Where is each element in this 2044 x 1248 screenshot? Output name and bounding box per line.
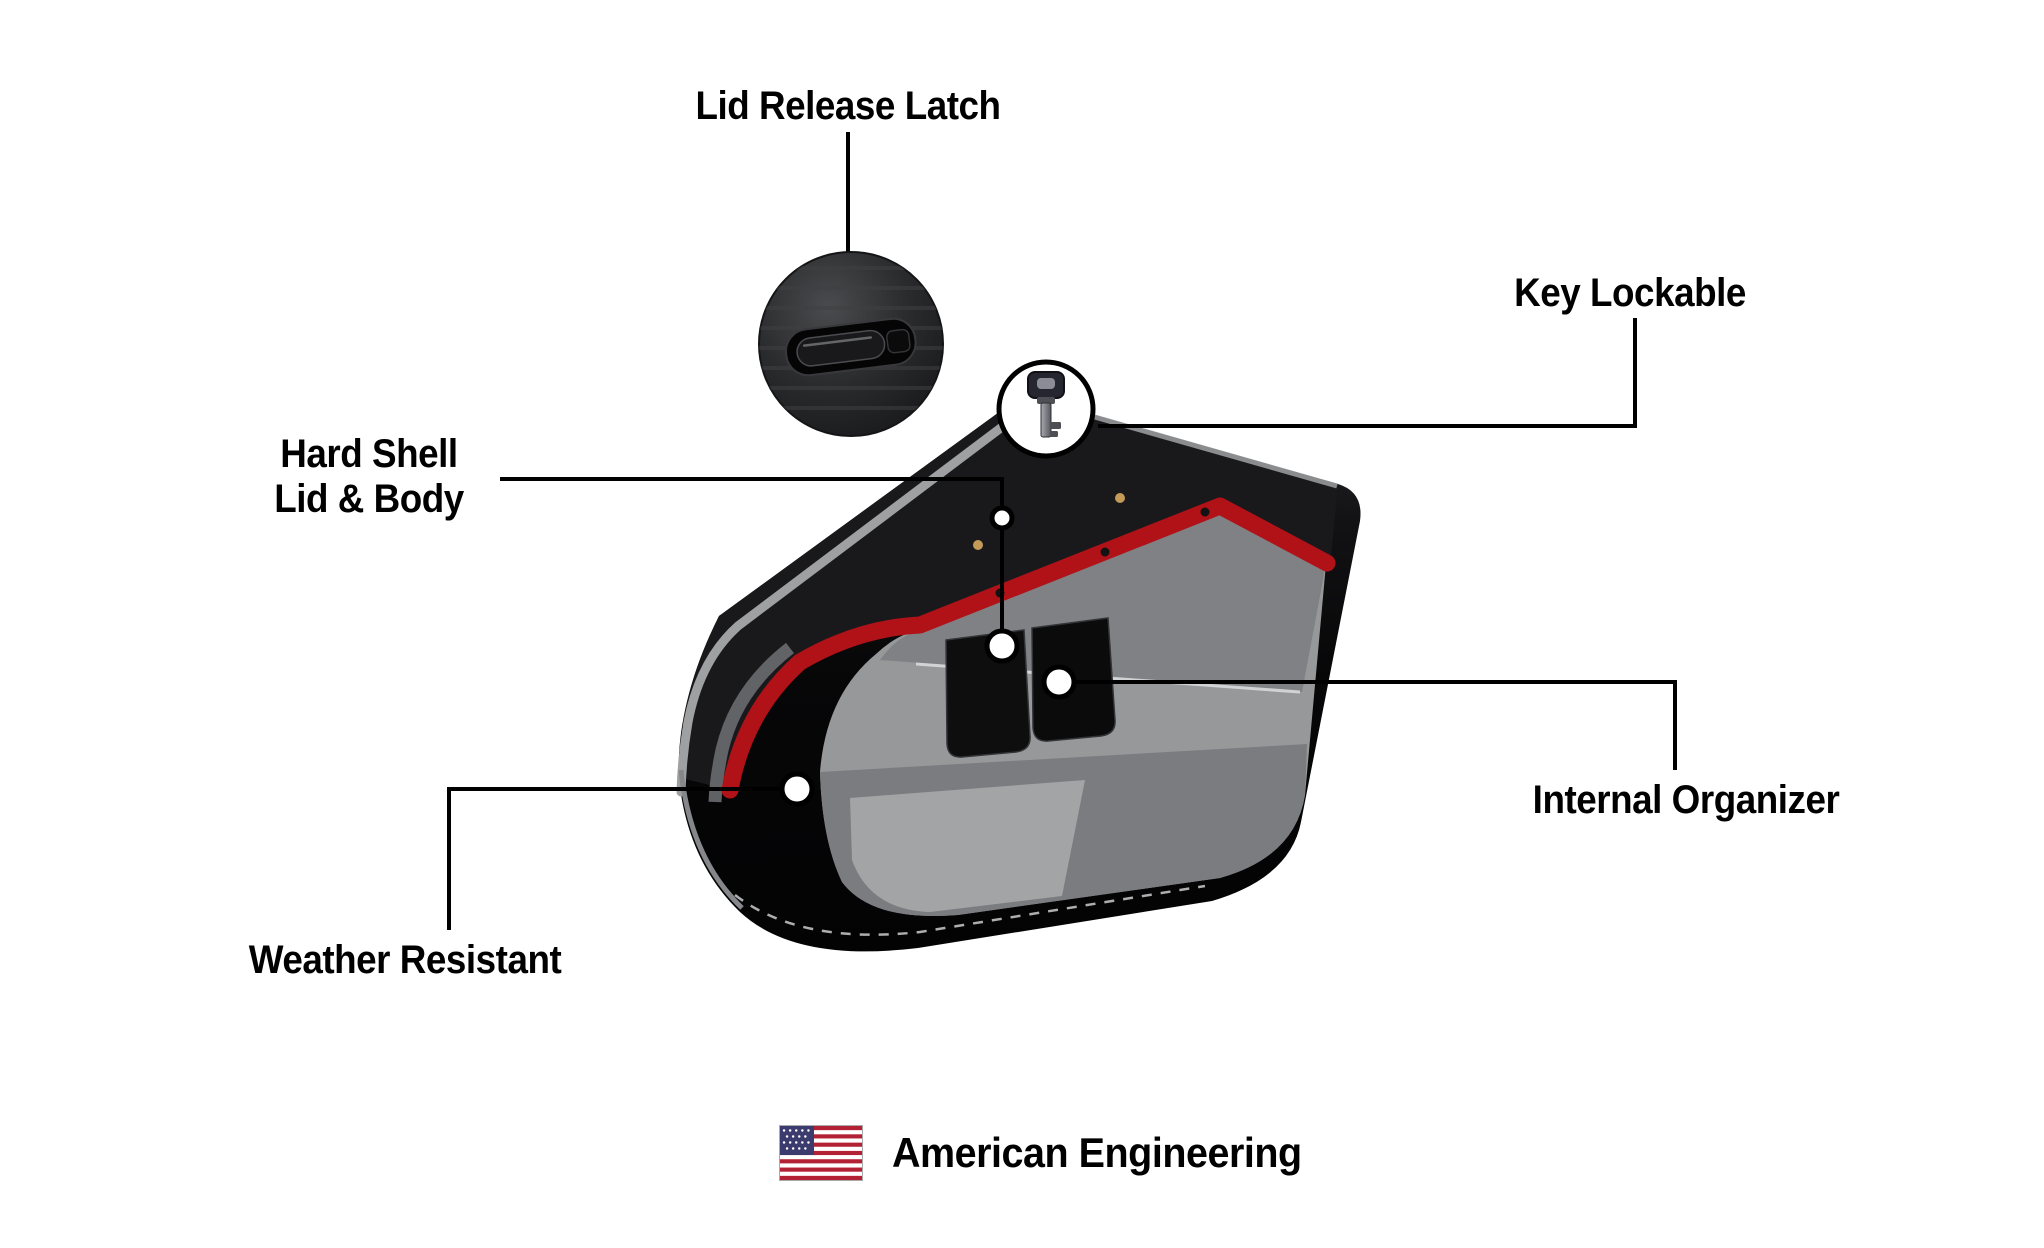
flag-stripe [780, 1126, 862, 1131]
label-american-engineering: American Engineering [892, 1129, 1302, 1176]
label-weather-resistant: Weather Resistant [248, 938, 562, 982]
flag-stars [782, 1129, 813, 1150]
rivet-dark [1100, 547, 1110, 557]
rivets [973, 493, 1210, 598]
flag-stripe [780, 1175, 862, 1180]
label-hard-shell-line2: Lid & Body [274, 476, 464, 521]
label-lid-release-latch: Lid Release Latch [695, 84, 1001, 128]
flag-stripe [780, 1167, 862, 1172]
flag-stripe [780, 1142, 862, 1147]
key-collar [1037, 397, 1055, 404]
label-hard-shell-line1: Hard Shell [280, 432, 458, 476]
label-hard-shell-lid-body: Hard Shell Lid & Body [274, 432, 464, 522]
anchor-dot-hard-shell [984, 628, 1020, 664]
rivet-gold [1115, 493, 1125, 503]
opening-rim-accent [721, 497, 1336, 799]
stitching-line [734, 884, 1206, 936]
rivet-gold [973, 540, 983, 550]
anchor-dot-internal-organizer [1041, 664, 1077, 700]
lid-underside-band [708, 642, 795, 803]
callout-line-internal-organizer [1066, 680, 1677, 770]
anchor-dot-hard-shell-top [989, 505, 1015, 531]
latch-highlight [802, 336, 872, 347]
latch-button [886, 328, 911, 354]
flag-stripe [780, 1150, 862, 1156]
callout-lines [447, 132, 1677, 930]
flag-stripe [780, 1159, 862, 1164]
anchor-dot-weather-resistant [779, 771, 815, 807]
flag-stripe [780, 1134, 862, 1139]
key-icon [996, 359, 1096, 459]
callout-line-weather-resistant [447, 787, 790, 930]
lid-seam-line [1055, 403, 1338, 489]
lid-trim-piping [676, 416, 1015, 797]
rivet-dark [1200, 507, 1210, 517]
key-tooth [1050, 422, 1061, 429]
lid-latch-detail-icon [758, 251, 944, 437]
key-tooth [1050, 431, 1058, 437]
latch-handle [784, 317, 917, 377]
bag-lid-face [680, 401, 1338, 790]
interior-floor [850, 780, 1085, 912]
callout-anchor-dots [779, 505, 1077, 807]
label-key-lockable: Key Lockable [1514, 271, 1746, 315]
footer: American Engineering [779, 1125, 1328, 1181]
flag-stripes [780, 1126, 862, 1180]
saddlebag-illustration [676, 401, 1361, 952]
label-internal-organizer: Internal Organizer [1532, 778, 1840, 822]
key-head-hole [1037, 378, 1055, 389]
us-flag-icon [779, 1125, 863, 1181]
callout-line-hard-shell [500, 477, 1004, 640]
key-shaft [1040, 402, 1052, 438]
callout-line-key-lockable [1098, 318, 1637, 428]
